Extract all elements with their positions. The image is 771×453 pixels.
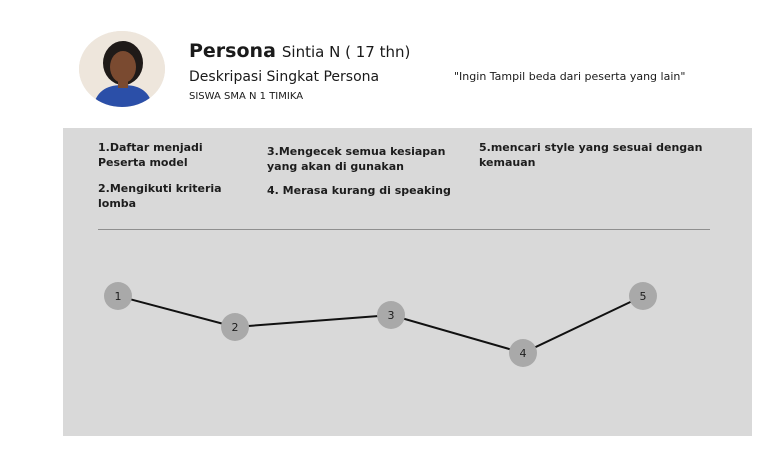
step-5-text: 5.mencari style yang sesuai dengan kemau… — [479, 141, 703, 169]
step-1-text: 1.Daftar menjadi Peserta model — [98, 141, 203, 169]
journey-node-circle — [377, 301, 405, 329]
journey-line — [117, 295, 644, 355]
persona-name: Sintia N ( 17 thn) — [281, 43, 411, 61]
journey-node-label: 5 — [640, 290, 647, 303]
step-4-text: 4. Merasa kurang di speaking — [267, 184, 451, 197]
journey-node-label: 3 — [388, 309, 395, 322]
journey-node-4: 4 — [509, 339, 537, 367]
step-2-text: 2.Mengikuti kriteria lomba — [98, 182, 222, 210]
journey-node-5: 5 — [629, 282, 657, 310]
journey-node-circle — [629, 282, 657, 310]
journey-node-label: 4 — [520, 347, 527, 360]
step-3-text: 3.Mengecek semua kesiapan yang akan di g… — [267, 145, 446, 173]
persona-photo — [79, 31, 165, 107]
journey-node-label: 1 — [115, 290, 122, 303]
journey-node-label: 2 — [232, 321, 239, 334]
journey-node-1: 1 — [104, 282, 132, 310]
journey-panel: 1.Daftar menjadi Peserta model 2.Mengiku… — [63, 128, 752, 436]
persona-heading: Persona — [189, 40, 276, 62]
persona-avatar — [79, 31, 165, 107]
journey-node-circle — [509, 339, 537, 367]
journey-node-3: 3 — [377, 301, 405, 329]
persona-school: SISWA SMA N 1 TIMIKA — [189, 91, 304, 102]
persona-quote: "Ingin Tampil beda dari peserta yang lai… — [454, 70, 686, 83]
journey-node-circle — [104, 282, 132, 310]
journey-node-circle — [221, 313, 249, 341]
journey-node-2: 2 — [221, 313, 249, 341]
persona-title: Persona Sintia N ( 17 thn) — [189, 40, 410, 62]
journey-map: 1 2 3 4 5 — [104, 282, 657, 367]
divider-line — [98, 229, 710, 230]
persona-description-heading: Deskripasi Singkat Persona — [189, 69, 380, 85]
